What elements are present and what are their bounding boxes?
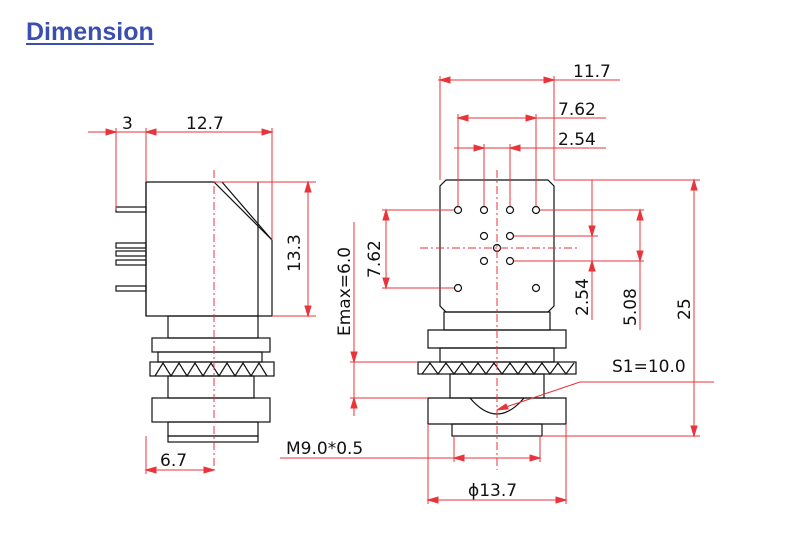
dim-nut-size: S1=10.0 [612, 357, 686, 377]
dim-body-height-side: 13.3 [285, 234, 305, 272]
dim-overall-width: 11.7 [573, 62, 611, 82]
dim-pin-offset-small: 2.54 [573, 278, 593, 316]
page-title: Dimension [26, 18, 154, 46]
dim-emax: Emax=6.0 [335, 247, 355, 336]
dim-pin-span: 7.62 [558, 100, 596, 120]
dim-body-length: 12.7 [186, 114, 224, 134]
dim-thread-length-side: 6.7 [160, 451, 187, 471]
pin-holes [453, 205, 541, 293]
dim-vertical-span: 7.62 [365, 240, 385, 278]
dim-diameter: ϕ13.7 [468, 481, 517, 501]
dim-thread: M9.0*0.5 [286, 439, 363, 459]
dim-pin-offset-large: 5.08 [621, 288, 641, 326]
front-view-dimensions [280, 76, 714, 504]
side-view-dimensions [88, 128, 316, 474]
side-view [115, 181, 275, 443]
dim-overall-height: 25 [675, 298, 695, 320]
dim-pin-pitch-top: 3 [122, 114, 133, 134]
dim-pin-pitch: 2.54 [558, 130, 596, 150]
